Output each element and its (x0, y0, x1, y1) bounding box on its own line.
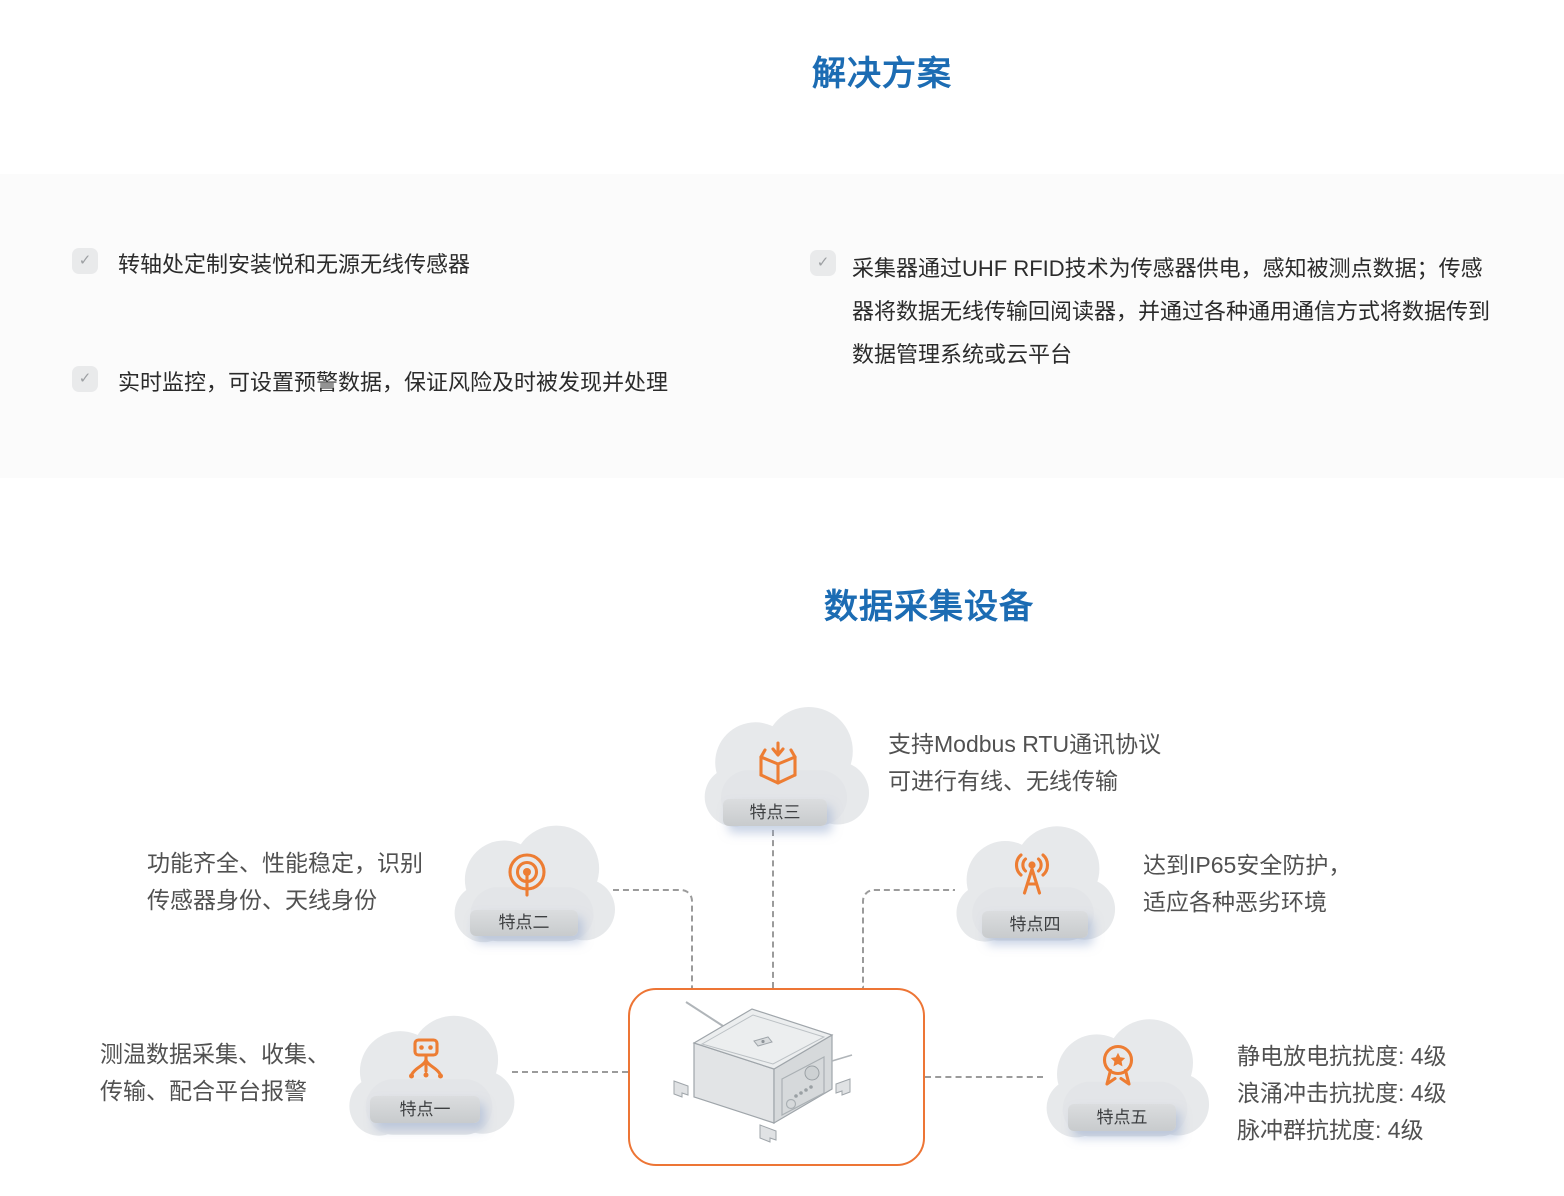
tripod-terminal-icon (402, 1037, 450, 1085)
feature5-line1: 静电放电抗扰度: 4级 (1237, 1043, 1447, 1069)
check-icon: ✓ (72, 248, 98, 274)
feature3-badge: 特点三 (723, 799, 827, 826)
feature1-line2: 传输、配合平台报警 (100, 1078, 307, 1104)
device-image-panel (628, 988, 925, 1166)
feature2-line2: 传感器身份、天线身份 (147, 887, 377, 913)
check-icon: ✓ (810, 250, 836, 276)
check-icon: ✓ (72, 366, 98, 392)
feature5-badge: 特点五 (1068, 1104, 1176, 1131)
package-receive-icon (754, 740, 802, 788)
collector-device-illustration (673, 1001, 853, 1143)
antenna-tower-icon (1008, 850, 1056, 898)
feature4-line2: 适应各种恶劣环境 (1143, 889, 1327, 915)
feature4-badge: 特点四 (982, 911, 1088, 938)
feature4-text: 达到IP65安全防护， 适应各种恶劣环境 (1143, 847, 1351, 921)
connector-feature2 (613, 889, 693, 988)
solution-section-title: 解决方案 (812, 55, 952, 93)
broadcast-signal-icon (503, 851, 551, 899)
feature2-line1: 功能齐全、性能稳定，识别 (147, 850, 423, 876)
connector-feature4 (862, 889, 955, 988)
feature1-text: 测温数据采集、收集、 传输、配合平台报警 (100, 1036, 330, 1110)
feature3-text: 支持Modbus RTU通讯协议 可进行有线、无线传输 (888, 726, 1161, 800)
device-section-title: 数据采集设备 (824, 588, 1034, 626)
feature4-line1: 达到IP65安全防护， (1143, 852, 1352, 878)
connector-feature3 (772, 830, 774, 988)
solution-bullet-1: 转轴处定制安装悦和无源无线传感器 (118, 252, 471, 277)
feature5-line3: 脉冲群抗扰度: 4级 (1237, 1117, 1424, 1143)
solution-band (0, 174, 1564, 478)
feature2-text: 功能齐全、性能稳定，识别 传感器身份、天线身份 (147, 845, 423, 919)
feature3-line2: 可进行有线、无线传输 (888, 768, 1118, 794)
feature3-line1: 支持Modbus RTU通讯协议 (888, 731, 1162, 757)
connector-feature1 (512, 1071, 628, 1073)
feature1-line1: 测温数据采集、收集、 (100, 1041, 330, 1067)
feature2-badge: 特点二 (470, 910, 578, 936)
award-medal-icon (1094, 1042, 1142, 1090)
connector-feature5 (925, 1076, 1043, 1078)
feature5-line2: 浪涌冲击抗扰度: 4级 (1237, 1080, 1447, 1106)
solution-bullet-2: 实时监控，可设置预警数据，保证风险及时被发现并处理 (118, 370, 669, 395)
solution-bullet-3: 采集器通过UHF RFID技术为传感器供电，感知被测点数据；传感器将数据无线传输… (852, 256, 1491, 367)
feature1-badge: 特点一 (370, 1096, 480, 1123)
feature5-text: 静电放电抗扰度: 4级 浪涌冲击抗扰度: 4级 脉冲群抗扰度: 4级 (1237, 1038, 1447, 1149)
